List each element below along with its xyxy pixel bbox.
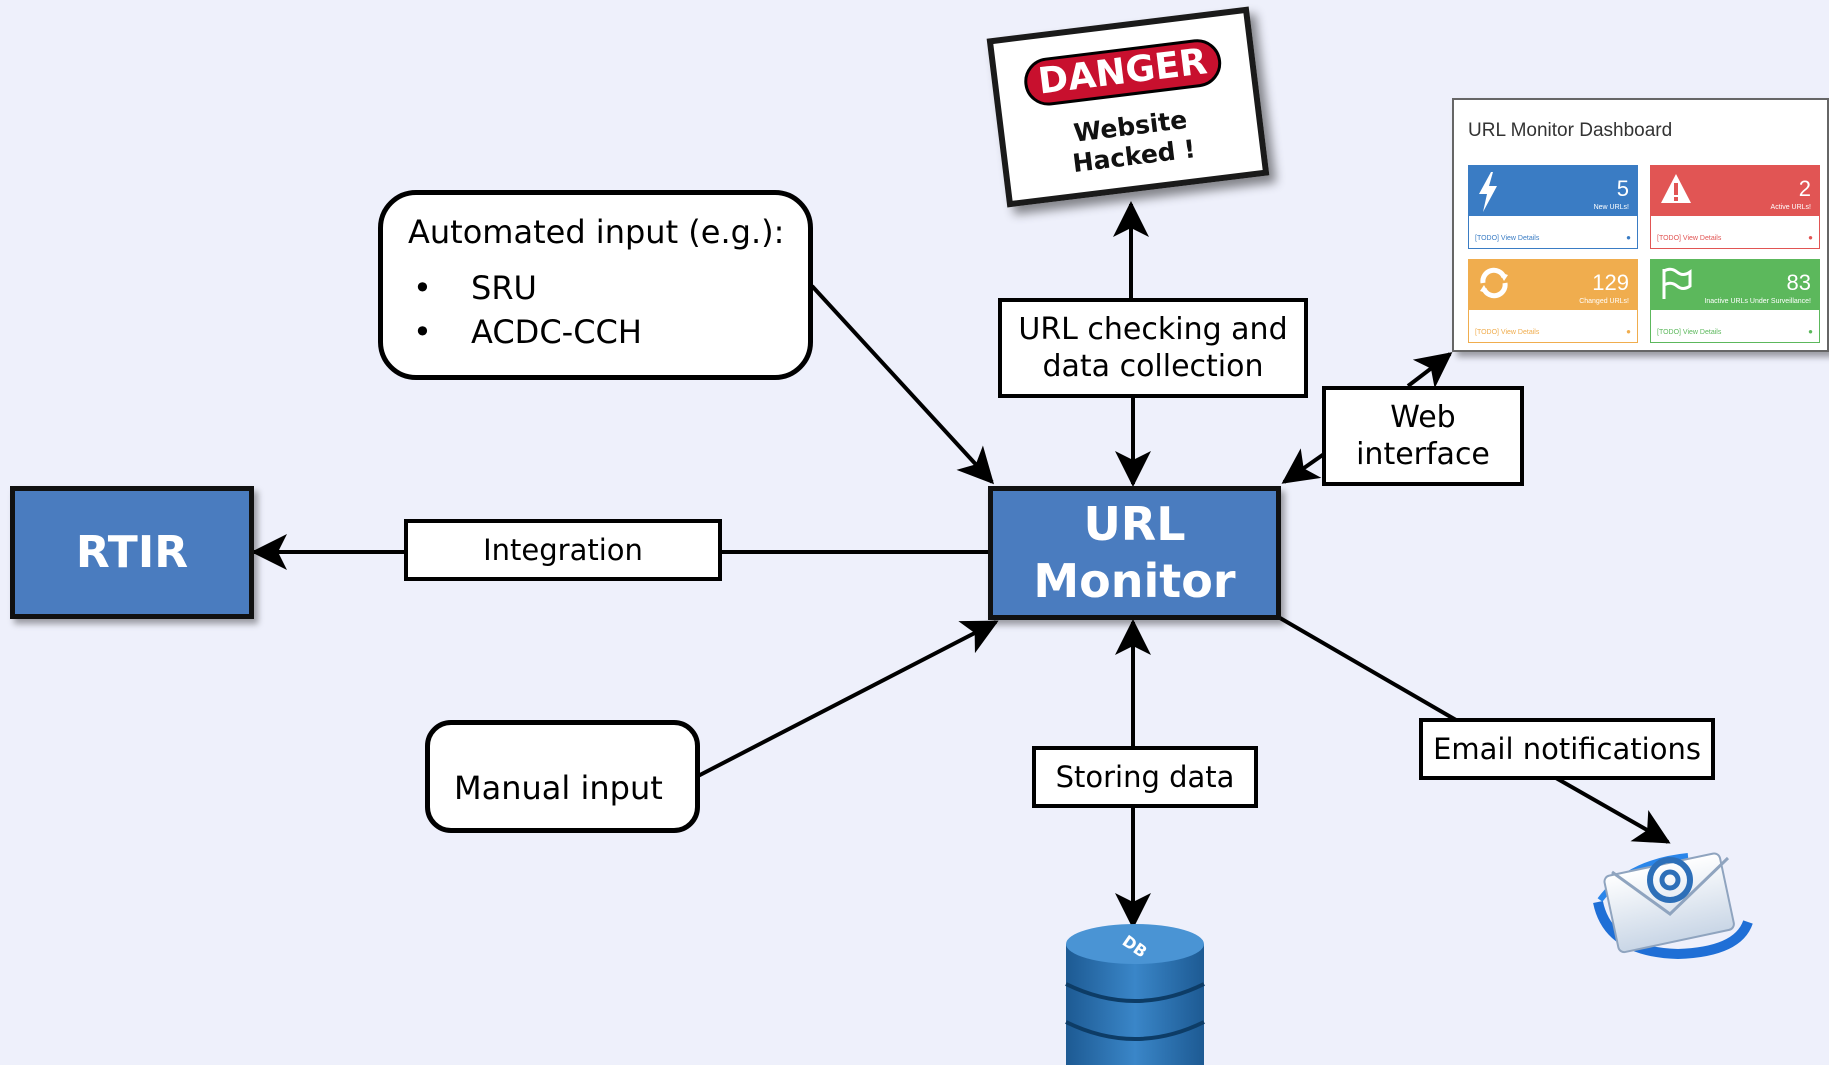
storing-data-label: Storing data — [1032, 746, 1258, 808]
url-monitor-node: URL Monitor — [988, 486, 1281, 620]
arrow-manual-input — [697, 620, 999, 778]
database-icon: DB — [1065, 924, 1205, 1065]
dashboard-card-changed-urls: 129 Changed URLs! [TODO] View Details ● — [1468, 259, 1638, 343]
danger-sign-header: DANGER — [1021, 36, 1224, 109]
email-icon — [1593, 852, 1753, 960]
rtir-label: RTIR — [75, 527, 189, 578]
arrow-circle-icon: ● — [1626, 233, 1631, 242]
automated-input-box: Automated input (e.g.): •SRU •ACDC-CCH — [378, 190, 813, 380]
manual-input-box: Manual input — [425, 720, 700, 833]
email-notifications-label: Email notifications — [1419, 718, 1715, 780]
dashboard-card-active-urls: 2 Active URLs! [TODO] View Details ● — [1650, 165, 1820, 249]
arrow-circle-icon: ● — [1626, 327, 1631, 336]
dashboard-card-inactive-urls: 83 Inactive URLs Under Surveillance! [TO… — [1650, 259, 1820, 343]
danger-sign-text: Website Hacked ! — [1070, 105, 1198, 179]
automated-input-item: •SRU — [413, 269, 537, 307]
manual-input-label: Manual input — [454, 769, 663, 807]
url-monitor-label-line1: URL — [1083, 496, 1186, 551]
integration-label: Integration — [404, 519, 722, 581]
arrow-automated-input — [810, 284, 995, 485]
url-checking-label: URL checking and data collection — [998, 298, 1308, 398]
dashboard-card-new-urls: 5 New URLs! [TODO] View Details ● — [1468, 165, 1638, 249]
warning-icon — [1659, 172, 1693, 215]
flag-icon — [1659, 266, 1693, 309]
arrow-email-to-icon — [1555, 776, 1671, 844]
dashboard-preview: URL Monitor Dashboard 5 New URLs! [TODO]… — [1452, 98, 1829, 352]
web-interface-label: Web interface — [1322, 386, 1524, 486]
danger-sign-image: DANGER Website Hacked ! — [986, 6, 1270, 208]
bolt-icon — [1477, 172, 1499, 221]
arrow-web-to-dashboard — [1406, 352, 1453, 389]
refresh-icon — [1477, 266, 1511, 309]
line-monitor-to-email — [1278, 616, 1458, 722]
arrow-circle-icon: ● — [1808, 233, 1813, 242]
rtir-node: RTIR — [10, 486, 254, 619]
automated-input-title: Automated input (e.g.): — [408, 213, 785, 251]
dashboard-title: URL Monitor Dashboard — [1468, 120, 1673, 141]
arrow-web-to-monitor — [1281, 448, 1326, 484]
arrow-circle-icon: ● — [1808, 327, 1813, 336]
url-monitor-label-line2: Monitor — [1033, 554, 1236, 608]
automated-input-item: •ACDC-CCH — [413, 313, 642, 351]
